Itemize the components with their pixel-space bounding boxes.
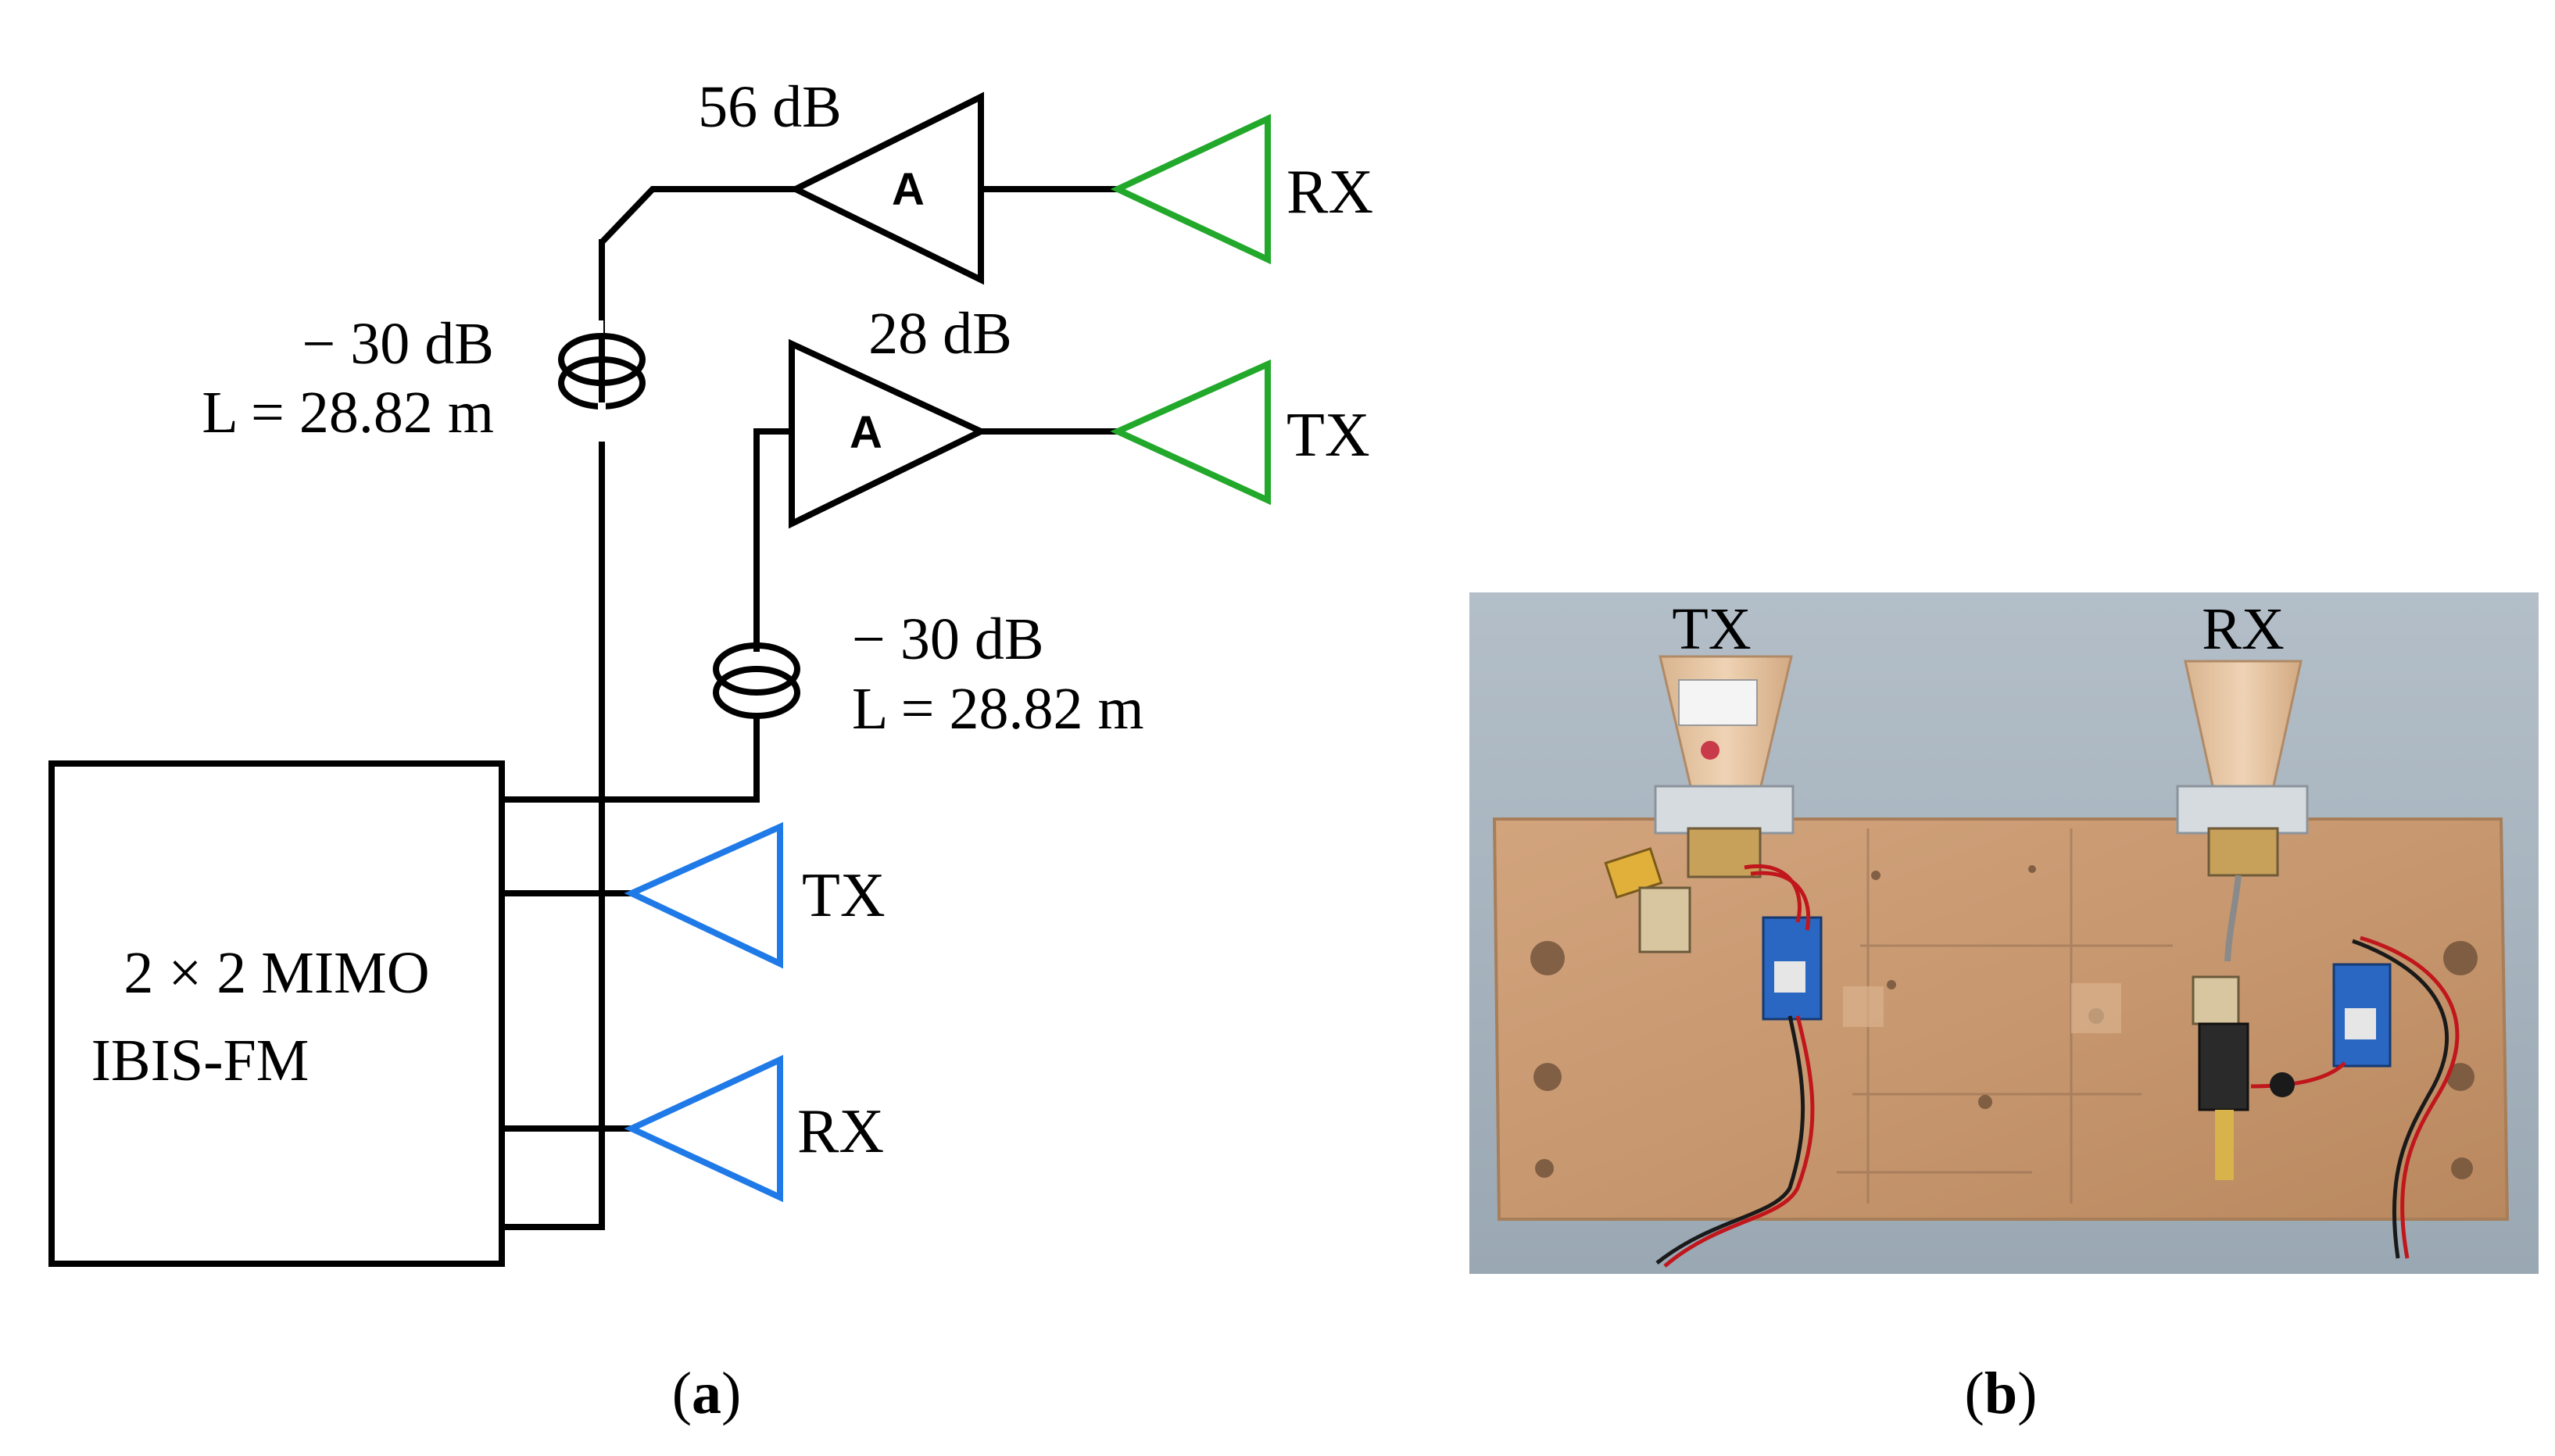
local-tx-label: TX: [802, 861, 886, 930]
loopback-wire: [499, 796, 605, 1230]
cable-tx-length: L = 28.82 m: [852, 676, 1144, 742]
local-rx-antenna-icon: [624, 1054, 783, 1203]
tx-amplifier-symbol: A: [850, 407, 882, 458]
cable-tx-loss: − 30 dB: [852, 606, 1044, 672]
cable-coil-tx: [713, 642, 800, 742]
mimo-box-line2: IBIS-FM: [91, 1028, 310, 1093]
panel-a-diagram: 2 × 2 MIMO IBIS-FM A 56 dB A 28: [48, 74, 1373, 1426]
remote-rx-label: RX: [1286, 158, 1373, 227]
panel-a-caption: (a): [672, 1361, 742, 1426]
tx-electronics: [1604, 846, 1823, 1268]
panel-b-caption: (b): [1965, 1361, 2038, 1426]
cable-rx-length: L = 28.82 m: [202, 380, 494, 445]
remote-tx-label: TX: [1286, 401, 1370, 470]
rx-amplifier-gain: 56 dB: [698, 74, 842, 140]
mimo-box-line1: 2 × 2 MIMO: [123, 940, 429, 1006]
panel-b-photo: TX RX (b): [1469, 592, 2539, 1426]
tx-amplifier-triangle: [789, 338, 989, 529]
cable-coil-rx: [553, 320, 646, 442]
wooden-board: [1492, 817, 2510, 1221]
remote-tx-antenna-icon: [1110, 359, 1271, 506]
local-tx-antenna-icon: [624, 821, 783, 969]
tx-amplifier-gain: 28 dB: [868, 301, 1012, 367]
rx-electronics: [2192, 875, 2460, 1259]
rx-amplifier-symbol: A: [892, 164, 925, 215]
tx-chain-wire: [599, 735, 760, 803]
photo-rx-label: RX: [2202, 596, 2285, 662]
mimo-box: [48, 760, 505, 1267]
tx-chain-wire-upper: [753, 428, 795, 652]
cable-rx-loss: − 30 dB: [302, 311, 494, 377]
photo-tx-label: TX: [1672, 596, 1751, 662]
rx-chain-wire: [499, 186, 799, 803]
local-rx-label: RX: [797, 1097, 884, 1166]
rx-horn-antenna: [2176, 660, 2309, 877]
remote-rx-antenna-icon: [1110, 113, 1271, 265]
tx-horn-antenna: [1654, 655, 1795, 878]
